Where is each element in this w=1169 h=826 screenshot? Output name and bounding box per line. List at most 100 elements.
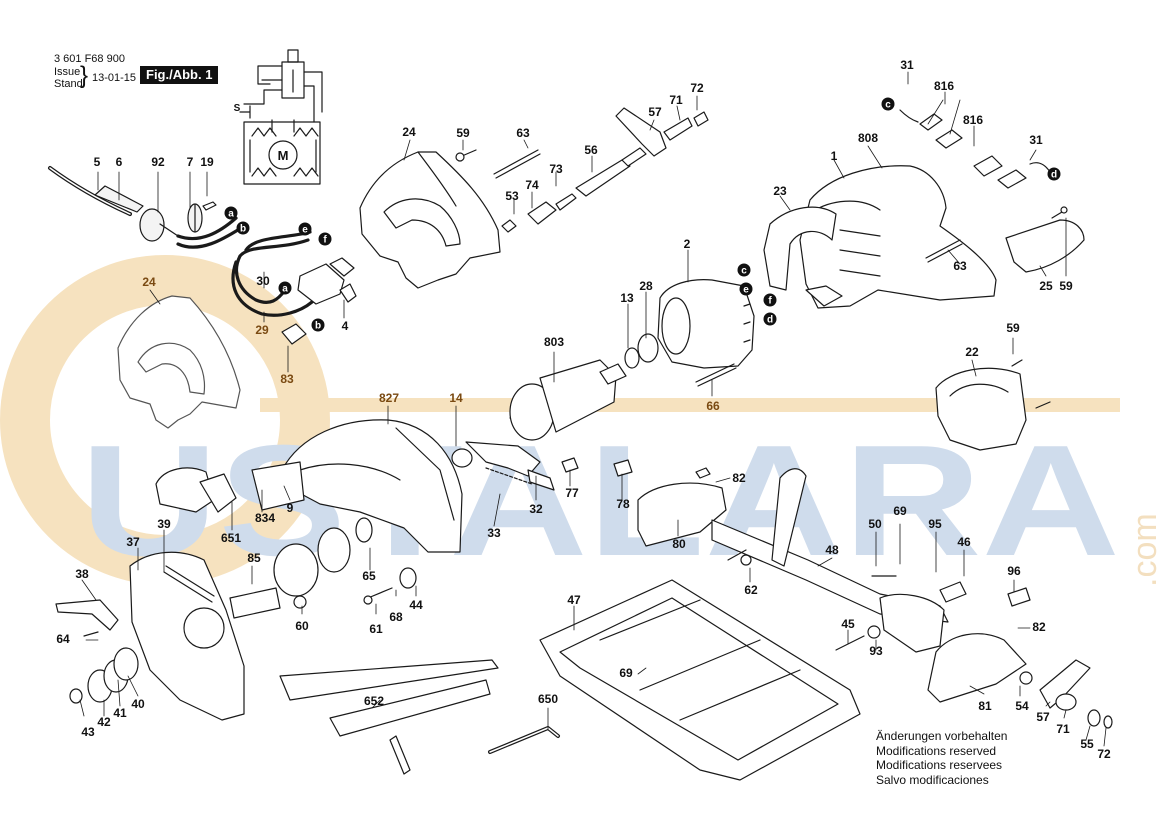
callout-number: 834 xyxy=(255,511,275,525)
callout-number: 32 xyxy=(529,502,543,516)
callout-number: 827 xyxy=(379,391,399,405)
callout-number: 55 xyxy=(1080,737,1094,751)
callout-number: 64 xyxy=(56,632,70,646)
callout-number: 85 xyxy=(247,551,261,565)
callout-number: 816 xyxy=(934,79,954,93)
svg-text:c: c xyxy=(885,100,891,111)
svg-text:.com: .com xyxy=(1126,513,1164,587)
callout-number: 81 xyxy=(978,699,992,713)
callout-number: 816 xyxy=(963,113,983,127)
callout-number: 69 xyxy=(893,504,907,518)
callout-number: 59 xyxy=(1006,321,1020,335)
callout-number: 43 xyxy=(81,725,95,739)
lever-38 xyxy=(55,599,119,637)
callout-number: 44 xyxy=(409,598,423,612)
callout-number: 29 xyxy=(255,323,269,337)
handle-upper xyxy=(359,151,501,289)
callout-number: 72 xyxy=(690,81,704,95)
svg-text:a: a xyxy=(228,209,234,220)
callout-number: 803 xyxy=(544,335,564,349)
callout-number: 808 xyxy=(858,131,878,145)
callout-number: 42 xyxy=(97,715,111,729)
svg-text:b: b xyxy=(315,321,321,332)
wire-marker: e xyxy=(739,282,753,296)
part-number: 3 601 F68 900 xyxy=(54,53,125,65)
wire-marker: d xyxy=(1047,167,1061,181)
callout-number: 57 xyxy=(648,105,662,119)
wiring-schematic xyxy=(239,49,323,185)
callout-number: 22 xyxy=(965,345,979,359)
base-bracket xyxy=(613,459,727,547)
watermark-text: USTALARA xyxy=(80,413,1120,589)
handle-left xyxy=(117,295,241,429)
svg-text:d: d xyxy=(1051,170,1057,181)
fan-baffle xyxy=(763,206,843,307)
callout-number: 71 xyxy=(1056,722,1070,736)
switch xyxy=(281,257,357,345)
callout-number: 82 xyxy=(1032,620,1046,634)
callout-number: 72 xyxy=(1097,747,1111,761)
modification-notes: Änderungen vorbehalten Modifications res… xyxy=(876,729,1007,787)
callout-number: 9 xyxy=(287,501,294,515)
note-line: Modifications reservees xyxy=(876,758,1003,772)
motor-symbol-label: M xyxy=(278,148,289,163)
callout-number: 31 xyxy=(1029,133,1043,147)
wire-marker: b xyxy=(236,221,250,235)
callout-number: 37 xyxy=(126,535,140,549)
callout-number: 2 xyxy=(684,237,691,251)
callout-number: 73 xyxy=(549,162,563,176)
screw-66 xyxy=(695,363,737,387)
issue-label: Issue xyxy=(54,66,81,78)
callout-number: 80 xyxy=(672,537,686,551)
callout-number: 1 xyxy=(831,149,838,163)
parallel-guide xyxy=(279,659,499,775)
svg-text:d: d xyxy=(767,315,773,326)
callout-number: 38 xyxy=(75,567,89,581)
callout-number: 57 xyxy=(1036,710,1050,724)
callout-number: 650 xyxy=(538,692,558,706)
callout-number: 96 xyxy=(1007,564,1021,578)
wire-marker: e xyxy=(298,222,312,236)
callout-number: 77 xyxy=(565,486,579,500)
callout-number: 5 xyxy=(94,155,101,169)
wire-marker: c xyxy=(737,263,751,277)
screw-59-guard xyxy=(1011,359,1051,409)
callout-number: 83 xyxy=(280,372,294,386)
svg-text:a: a xyxy=(282,284,288,295)
callout-number: 28 xyxy=(639,279,653,293)
rod-and-screw-upper xyxy=(455,149,541,179)
callout-number: 59 xyxy=(1059,279,1073,293)
callout-number: 82 xyxy=(732,471,746,485)
brace: } xyxy=(80,62,89,89)
callout-number: 4 xyxy=(342,319,349,333)
wire-marker: f xyxy=(318,232,332,246)
wire-marker: b xyxy=(311,318,325,332)
watermark-suffix: .com xyxy=(1126,513,1164,587)
wire-marker: f xyxy=(763,293,777,307)
callout-number: 31 xyxy=(900,58,914,72)
depth-bracket xyxy=(879,581,1031,703)
armature xyxy=(509,359,627,441)
callout-number: 74 xyxy=(525,178,539,192)
callout-number: 62 xyxy=(744,583,758,597)
stator xyxy=(657,279,755,369)
motor-housing xyxy=(799,165,997,309)
screw-59-right xyxy=(1051,206,1068,219)
callout-number: 53 xyxy=(505,189,519,203)
callout-number: 71 xyxy=(669,93,683,107)
callout-number: 66 xyxy=(706,399,720,413)
base-plate xyxy=(539,579,861,781)
callout-number: 39 xyxy=(157,517,171,531)
svg-text:e: e xyxy=(743,285,749,296)
wire-marker: d xyxy=(763,312,777,326)
callout-number: 19 xyxy=(200,155,214,169)
callout-number: 7 xyxy=(187,155,194,169)
guard-cover xyxy=(935,367,1027,451)
wire-marker: a xyxy=(224,206,238,220)
cord-clamp xyxy=(187,201,217,233)
callout-number: 63 xyxy=(953,259,967,273)
callout-number: 56 xyxy=(584,143,598,157)
callout-number: 68 xyxy=(389,610,403,624)
